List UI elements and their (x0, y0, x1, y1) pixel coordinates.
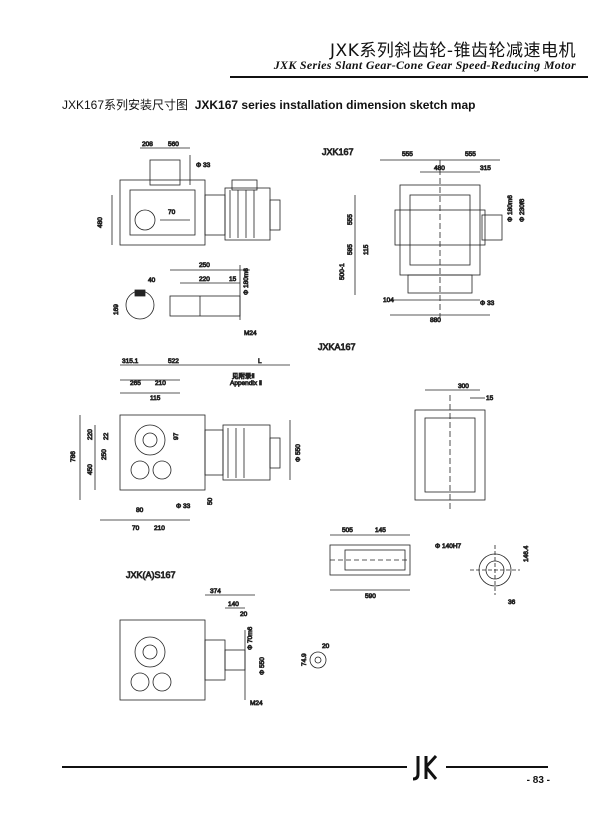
footer-rule-left (62, 766, 407, 768)
dim-555a: 555 (402, 151, 413, 158)
dim-140: 140 (228, 601, 239, 608)
footer-rule-right (446, 766, 548, 768)
dim-40: 40 (148, 277, 156, 284)
dim-115: 115 (363, 244, 370, 255)
dim-33b: Φ 33 (480, 300, 495, 307)
dim-480b: 480 (434, 165, 445, 172)
dim-145: 145 (375, 527, 386, 534)
dim-36: 36 (508, 599, 516, 606)
dim-80: 80 (136, 507, 144, 514)
header-rule (230, 76, 588, 78)
dim-m24b: M24 (250, 700, 263, 707)
dim-22: 22 (103, 432, 110, 440)
dim-250v: 250 (101, 449, 108, 460)
dim-m24a: M24 (244, 330, 257, 337)
view-label-jxka167: JXKA167 (318, 342, 356, 352)
dim-550a: Φ 550 (295, 444, 302, 462)
dim-220v: 220 (87, 429, 94, 440)
drawing-hollow-shaft (329, 534, 520, 595)
dim-180m6b: Φ 180m6 (243, 268, 250, 295)
dim-70: 70 (168, 209, 176, 216)
jk-logo (412, 754, 438, 781)
dim-146: 146.4 (523, 545, 530, 562)
drawing-jxk167-side (111, 147, 281, 246)
dim-33c: Φ 33 (176, 503, 191, 510)
dim-208: 208 (142, 141, 153, 148)
dim-315b: 315.1 (122, 358, 139, 365)
header-title-en: JXK Series Slant Gear-Cone Gear Speed-Re… (273, 58, 576, 72)
view-label-jxkas167: JXK(A)S167 (126, 570, 176, 580)
dim-L: L (258, 358, 262, 365)
dim-33a: Φ 33 (196, 162, 211, 169)
dim-555b: 555 (465, 151, 476, 158)
dim-315: 315 (480, 165, 491, 172)
dim-585: 585 (347, 244, 354, 255)
dim-450: 450 (87, 464, 94, 475)
dim-880: 880 (430, 317, 441, 324)
dim-500: 500-1 (339, 263, 346, 280)
page-number: - 83 - (526, 775, 550, 786)
dim-220: 220 (199, 276, 210, 283)
dim-20b: 20 (322, 643, 330, 650)
dim-480: 480 (97, 217, 104, 228)
dim-115b: 115 (150, 395, 161, 402)
drawing-shaft-detail (125, 265, 250, 320)
dim-560: 560 (168, 141, 179, 148)
drawing-jxk167-front (354, 159, 503, 320)
dim-140h7: Φ 140H7 (435, 543, 462, 550)
dim-210b: 210 (154, 525, 165, 532)
dim-550b: Φ 550 (259, 657, 266, 675)
dim-169: 169 (113, 304, 120, 315)
header-title-cn: JXK系列斜齿轮-锥齿轮减速电机 (330, 41, 576, 61)
dim-300: 300 (458, 383, 469, 390)
dim-70m6: Φ 70m6 (247, 626, 254, 650)
dim-522: 522 (168, 358, 179, 365)
dim-20: 20 (240, 611, 248, 618)
drawing-jxkas167 (119, 594, 327, 701)
dim-210: 210 (155, 380, 166, 387)
dim-15: 15 (229, 276, 237, 283)
dim-250: 250 (199, 262, 210, 269)
dim-749: 74.9 (301, 653, 308, 666)
dim-590: 590 (365, 593, 376, 600)
view-label-jxk167: JXK167 (322, 147, 354, 157)
section-title-en: JXK167 series installation dimension ske… (194, 98, 476, 112)
dim-786: 786 (70, 451, 77, 462)
dim-50: 50 (207, 497, 214, 505)
dim-180m6: Φ 180m6 (507, 195, 514, 222)
section-title-cn: JXK167系列安装尺寸图 (62, 98, 189, 112)
dim-15b: 15 (486, 395, 494, 402)
note-see-en: Appendix Ⅱ (230, 380, 262, 387)
dim-104: 104 (383, 297, 394, 304)
dim-555v: 555 (347, 214, 354, 225)
dim-374: 374 (210, 588, 221, 595)
drawing-right-view (414, 389, 486, 510)
dim-97: 97 (173, 432, 180, 440)
dim-230f6: Φ 230f6 (519, 198, 526, 222)
drawing-jxka167-side (79, 364, 291, 521)
section-title: JXK167系列安装尺寸图 JXK167 series installation… (62, 96, 475, 113)
dim-505: 505 (342, 527, 353, 534)
dim-70b: 70 (132, 525, 140, 532)
dim-265: 265 (130, 380, 141, 387)
note-see-cn: 见附录Ⅱ (232, 371, 255, 380)
